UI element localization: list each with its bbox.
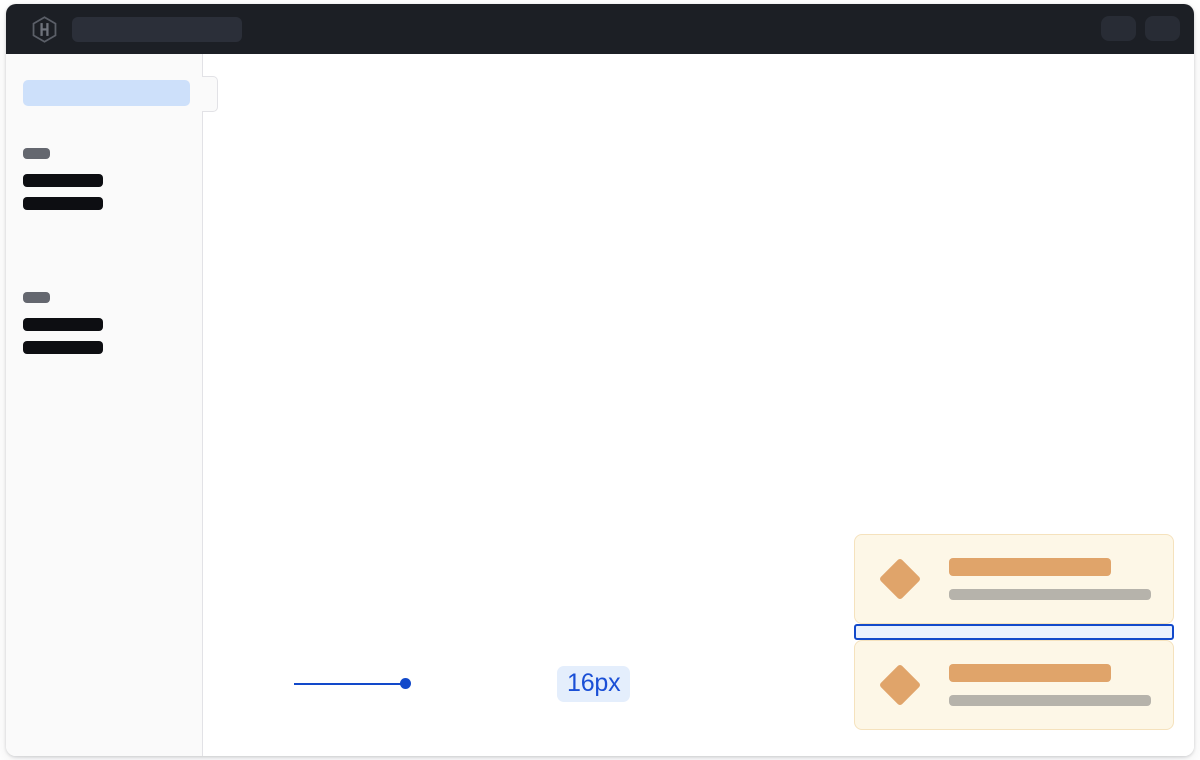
- topbar-chip-account[interactable]: [1145, 16, 1180, 41]
- card-subtitle: [949, 589, 1151, 600]
- sidebar-item-selected[interactable]: [23, 80, 190, 106]
- card-title: [949, 558, 1111, 576]
- card-title: [949, 664, 1111, 682]
- measurement-leader-line-icon: [294, 683, 406, 685]
- search-input[interactable]: [72, 17, 242, 42]
- sidebar-item-1-2[interactable]: [23, 197, 103, 210]
- sidebar: [6, 54, 203, 756]
- topbar-right-actions: [1101, 16, 1180, 41]
- list-item[interactable]: [854, 534, 1174, 624]
- hashicorp-hexagon-logo-icon[interactable]: [31, 16, 58, 43]
- card-subtitle: [949, 695, 1151, 706]
- app-window: 16px: [6, 4, 1194, 756]
- main-canvas: [204, 54, 1194, 756]
- card-text-block: [949, 558, 1151, 600]
- sidebar-item-2-2[interactable]: [23, 341, 103, 354]
- measurement-leader: [204, 675, 412, 693]
- sidebar-group-2: [23, 292, 103, 364]
- diamond-icon: [878, 557, 922, 601]
- gap-highlight-region: [854, 624, 1174, 640]
- app-body: 16px: [6, 54, 1194, 756]
- sidebar-group-label: [23, 148, 50, 159]
- diamond-icon: [878, 663, 922, 707]
- measurement-value-badge: 16px: [557, 666, 631, 702]
- sidebar-group-label: [23, 292, 50, 303]
- sidebar-item-1-1[interactable]: [23, 174, 103, 187]
- sidebar-item-2-1[interactable]: [23, 318, 103, 331]
- top-navigation-bar: [6, 4, 1194, 54]
- sidebar-collapse-tab-icon[interactable]: [202, 76, 218, 112]
- card-text-block: [949, 664, 1151, 706]
- card-stack: [854, 534, 1174, 730]
- list-item[interactable]: [854, 640, 1174, 730]
- topbar-chip-notifications[interactable]: [1101, 16, 1136, 41]
- measurement-endpoint-dot-icon: [400, 678, 411, 689]
- sidebar-group-1: [23, 148, 103, 220]
